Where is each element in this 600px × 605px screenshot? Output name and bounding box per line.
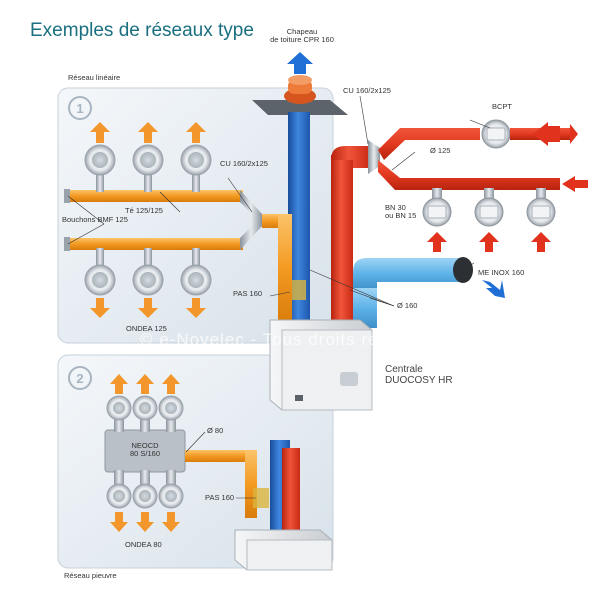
roof-plate — [252, 100, 348, 115]
label-reseau-pieuvre: Réseau pieuvre — [64, 571, 117, 580]
me-inox-cap — [453, 257, 473, 283]
page-title: Exemples de réseaux type — [30, 20, 254, 41]
label-neocd: NEOCD 80 S/160 — [129, 441, 161, 459]
leader-lines — [67, 95, 491, 499]
label-me-inox: ME INOX 160 — [478, 268, 525, 277]
diffusers-upper — [84, 144, 212, 176]
cu-junction-right — [368, 140, 380, 174]
label-reseau-lineaire: Réseau linéaire — [68, 73, 121, 82]
bouchon-lower — [64, 237, 70, 251]
diffusers-p2-upper — [106, 395, 184, 421]
arrows-down-panel2 — [110, 512, 180, 532]
duct-red-lower-branch — [378, 160, 560, 190]
watermark: © e-Novelec - Tous droits réservés — [140, 330, 435, 349]
label-cu-left: CU 160/2x125 — [220, 159, 268, 168]
bouchon-upper — [64, 189, 70, 203]
diffusers-lower — [84, 264, 212, 296]
label-ondea80: ONDEA 80 — [125, 540, 162, 549]
label-cu-top: CU 160/2x125 — [343, 86, 391, 95]
duct-me-inox — [353, 258, 460, 290]
pas160-top — [290, 280, 306, 300]
duct-neocd-out — [185, 450, 251, 462]
arrows-bn-up — [427, 232, 551, 252]
arrows-down-panel1 — [90, 298, 206, 318]
tees-lower — [96, 248, 200, 270]
svg-text:2: 2 — [76, 371, 83, 386]
label-bouchons: Bouchons BMF 125 — [62, 215, 128, 224]
duct-lower-line — [68, 238, 243, 250]
pipes-d80-up — [114, 418, 176, 432]
svg-text:1: 1 — [76, 101, 83, 116]
duct-orange-down — [278, 214, 292, 324]
arrow-me-inox — [482, 280, 505, 298]
arrow-exhaust-up — [287, 52, 313, 74]
section-number-2: 2 — [68, 366, 92, 390]
label-centrale: Centrale DUOCOSY HR — [385, 364, 453, 386]
label-bcpt: BCPT — [492, 102, 513, 111]
bn-units — [422, 197, 556, 227]
label-pas160-top: PAS 160 — [233, 289, 263, 298]
label-ondea125: ONDEA 125 — [126, 324, 167, 333]
label-d160: Ø 160 — [397, 301, 418, 310]
duct-fresh-vertical — [331, 155, 353, 335]
arrows-up-panel1 — [90, 122, 206, 143]
tees-red — [432, 188, 546, 202]
label-chapeau: Chapeau de toiture CPR 160 — [270, 27, 334, 45]
arrows-up-panel2 — [110, 374, 180, 394]
duct-upper-line — [68, 190, 243, 202]
diffusers-p2-lower — [106, 483, 184, 509]
duct-exhaust-vertical — [288, 112, 310, 334]
cu-junction-left — [240, 190, 262, 250]
label-d80: Ø 80 — [207, 426, 224, 435]
pipes-d80-down — [114, 470, 176, 486]
label-pas160-bottom: PAS 160 — [205, 493, 235, 502]
duct-p2-red — [282, 448, 300, 543]
label-te: Té 125/125 — [125, 206, 163, 215]
tees-upper — [96, 170, 200, 192]
section-number-1: 1 — [68, 96, 92, 120]
label-d125: Ø 125 — [430, 146, 451, 155]
pas160-bottom — [253, 488, 269, 508]
arrow-red-in — [562, 176, 588, 192]
label-bn: BN 30 ou BN 15 — [385, 203, 417, 221]
duct-red-upper-branch — [378, 128, 480, 160]
arrow-bcpt-in — [533, 122, 560, 146]
